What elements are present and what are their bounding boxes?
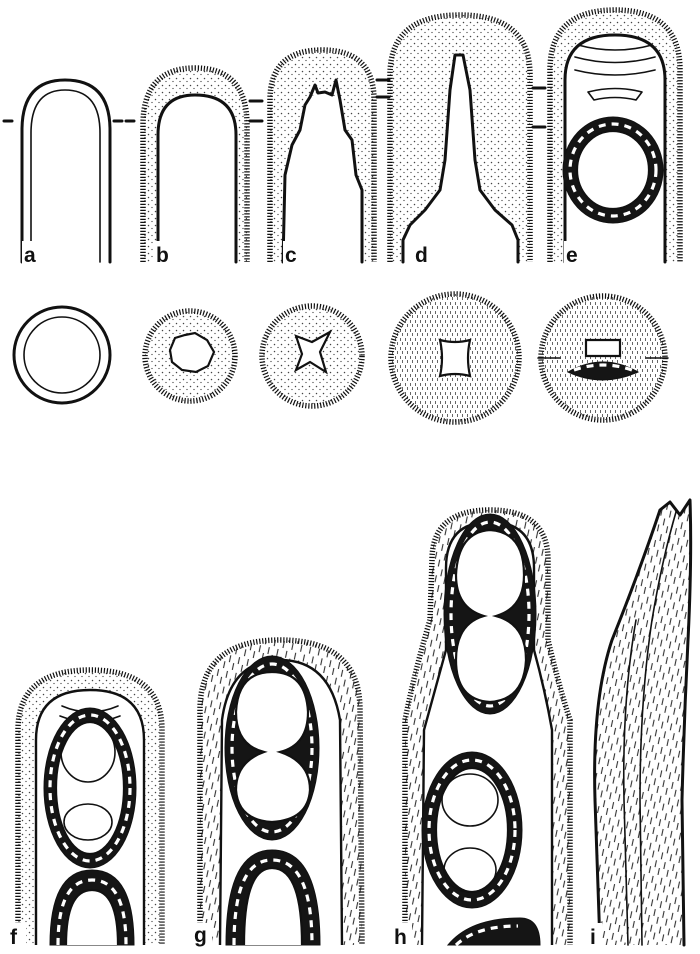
panel-e-longitudinal: [550, 10, 680, 262]
panel-b-inner-wall: [158, 95, 236, 262]
level-marker-cd: [377, 80, 389, 97]
panel-label-f: f: [10, 926, 18, 949]
panel-c-stipple-layer: [270, 50, 374, 262]
panel-label-c: c: [285, 244, 297, 267]
panel-i-longitudinal: [595, 500, 691, 945]
panel-a-longitudinal: [22, 80, 110, 262]
panel-label-i: i: [590, 926, 596, 949]
cross-section-d: [391, 294, 519, 422]
cross-section-e: [538, 296, 668, 420]
panel-label-e: e: [566, 244, 578, 267]
panel-e-cell-cavity: [577, 131, 649, 209]
level-marker-de: [533, 88, 545, 127]
panel-e-cap: [588, 89, 642, 101]
panel-label-g: g: [194, 924, 207, 947]
panel-d-longitudinal: [390, 15, 530, 262]
panel-h-longitudinal: [405, 510, 570, 945]
panel-g-longitudinal: [200, 640, 362, 945]
panel-e-apical-lines: [575, 45, 655, 75]
panel-label-d: d: [415, 244, 428, 267]
panel-label-b: b: [156, 244, 169, 267]
panel-label-a: a: [24, 244, 36, 267]
cross-section-c: [262, 306, 362, 406]
panel-b-longitudinal: [143, 68, 247, 262]
panel-f-longitudinal: [18, 670, 162, 945]
panel-c-longitudinal: [270, 50, 374, 262]
panel-a-inner-wall: [31, 90, 100, 262]
level-marker-bc: [250, 101, 262, 121]
cross-section-b: [145, 311, 235, 401]
cross-section-a: [14, 307, 110, 403]
panel-label-h: h: [394, 926, 407, 949]
